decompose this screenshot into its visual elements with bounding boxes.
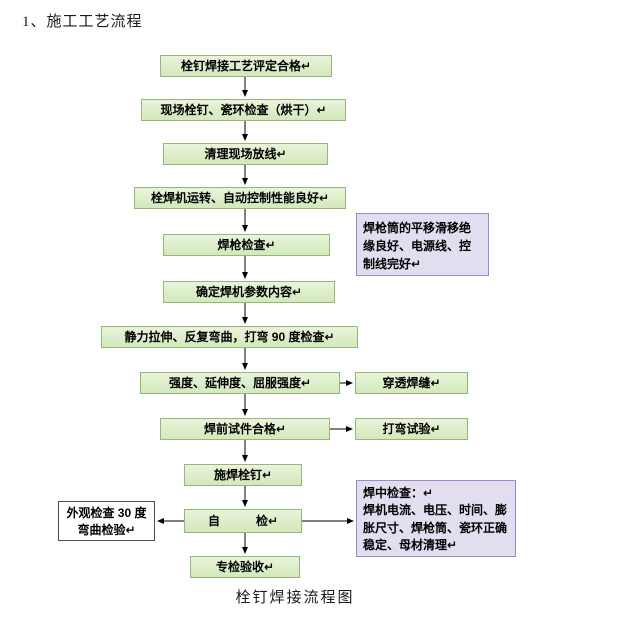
flow-step-self-inspection: 自 检↵ [184, 509, 302, 533]
note-appearance-line1: 外观检查 30 [66, 506, 132, 520]
flow-step-tension-bend-check: 静力拉伸、反复弯曲，打弯 90 度检查↵ [101, 326, 358, 348]
section-heading: 1、施工工艺流程 [22, 14, 143, 30]
note-appearance-line2: 度弯曲检验↵ [77, 506, 147, 537]
flow-step-test-piece: 焊前试件合格↵ [160, 418, 330, 440]
note-mid-weld-body: 焊机电流、电压、时间、膨胀尺寸、焊枪筒、瓷环正确稳定、母材清理↵ [363, 503, 508, 553]
note-appearance-check: 外观检查 30 度弯曲检验↵ [58, 501, 155, 541]
flow-step-final-acceptance: 专检验收↵ [190, 556, 300, 578]
flow-step-gun-check: 焊枪检查↵ [163, 234, 330, 256]
flow-step-parameters: 确定焊机参数内容↵ [163, 281, 335, 303]
note-penetration-weld: 穿透焊缝↵ [355, 372, 468, 394]
flow-step-site-inspection: 现场栓钉、瓷环检查（烘干）↵ [141, 99, 346, 121]
flow-step-process-qualification: 栓钉焊接工艺评定合格↵ [160, 55, 332, 77]
note-mid-weld-inspection: 焊中检查：↵ 焊机电流、电压、时间、膨胀尺寸、焊枪筒、瓷环正确稳定、母材清理↵ [356, 480, 516, 557]
figure-caption: 栓钉焊接流程图 [235, 590, 355, 606]
flow-step-machine-check: 栓焊机运转、自动控制性能良好↵ [134, 187, 346, 209]
note-gun-insulation: 焊枪筒的平移滑移绝缘良好、电源线、控制线完好↵ [356, 213, 489, 276]
flow-step-site-cleanup: 清理现场放线↵ [163, 143, 328, 165]
flow-step-welding: 施焊栓钉↵ [184, 464, 302, 486]
flow-step-strength: 强度、延伸度、屈服强度↵ [140, 372, 340, 394]
note-bend-test: 打弯试验↵ [355, 418, 468, 440]
note-mid-weld-title: 焊中检查：↵ [363, 486, 434, 500]
